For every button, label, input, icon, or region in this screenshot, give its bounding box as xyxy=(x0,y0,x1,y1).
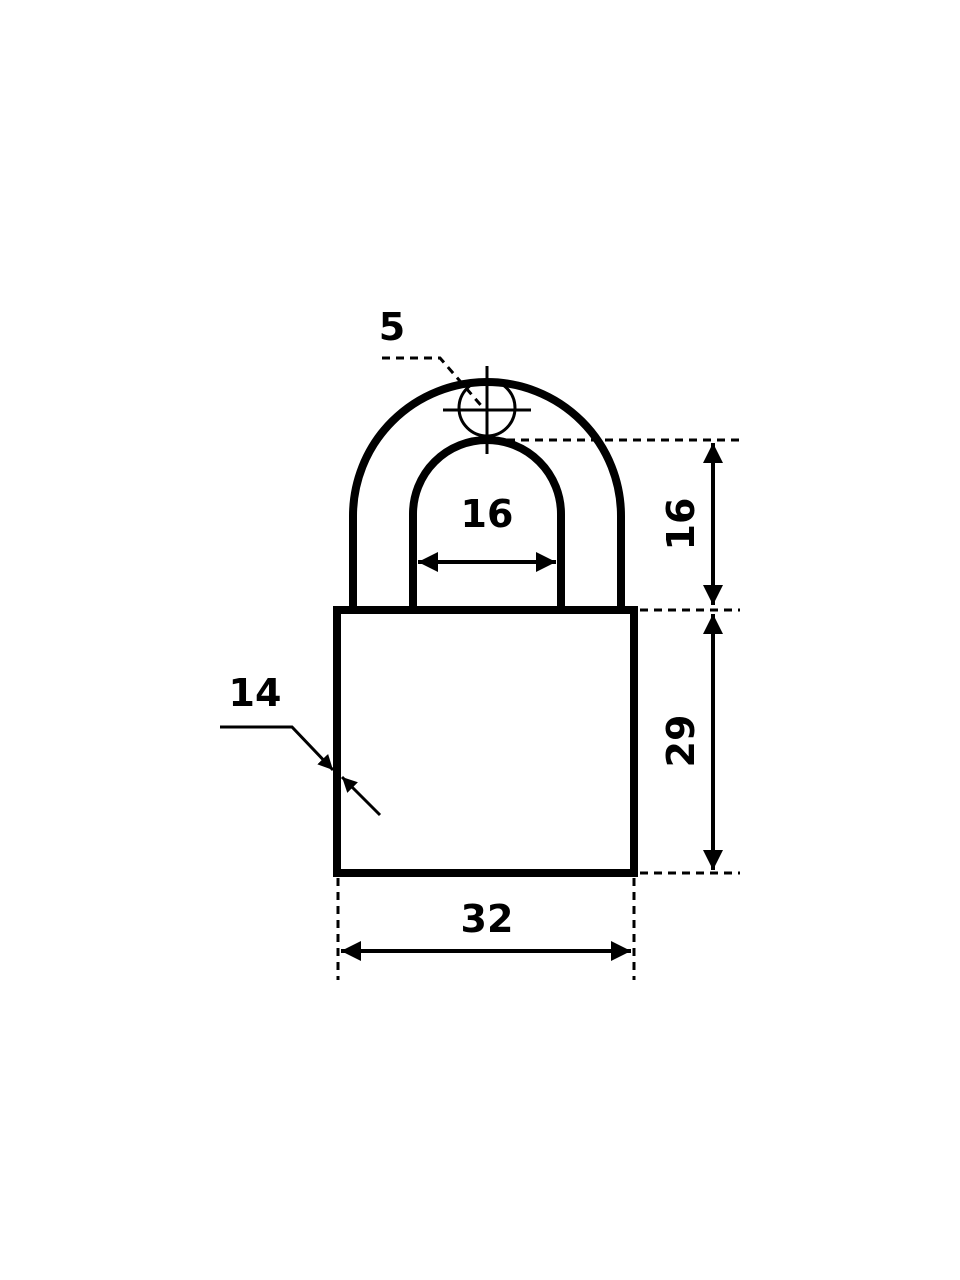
dim-label-shackle-clearance: 16 xyxy=(659,498,703,551)
dim-arrow-thickness-right xyxy=(340,775,382,817)
dim-label-inner-width: 16 xyxy=(461,492,514,536)
dim-arrow-thickness-left xyxy=(220,725,335,772)
dim-label-shackle-diameter: 5 xyxy=(379,305,405,349)
lock-body xyxy=(333,606,638,877)
extension-lines xyxy=(336,438,740,980)
dim-label-body-height: 29 xyxy=(659,715,703,768)
shackle-diameter-marker xyxy=(382,356,531,454)
dim-label-thickness: 14 xyxy=(229,671,282,715)
dim-label-body-width: 32 xyxy=(461,897,514,941)
